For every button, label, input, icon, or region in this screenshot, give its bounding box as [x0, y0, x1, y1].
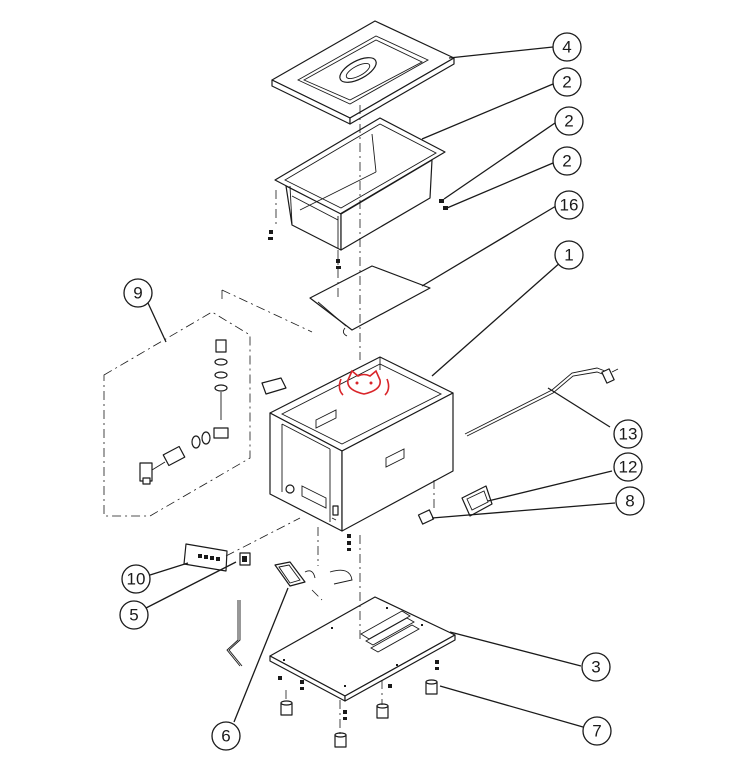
- callout-3: 3: [581, 652, 611, 682]
- probe-wire: [226, 600, 243, 667]
- callout-label: 2: [562, 152, 571, 171]
- callout-10: 10: [121, 564, 151, 594]
- callout-label: 13: [619, 425, 638, 444]
- callout-label: 7: [592, 722, 601, 741]
- callout-8: 8: [615, 486, 645, 516]
- callout-label: 12: [619, 458, 638, 477]
- callout-2: 2: [552, 67, 582, 97]
- callout-label: 8: [625, 492, 634, 511]
- heating-plate: [221, 265, 431, 337]
- callout-label: 1: [564, 246, 573, 265]
- switch: [239, 552, 251, 566]
- screws-pan: [268, 199, 448, 269]
- callout-9: 9: [123, 278, 153, 308]
- callout-13: 13: [613, 419, 643, 449]
- callout-label: 3: [591, 658, 600, 677]
- callout-6: 6: [211, 721, 241, 751]
- callout-label: 5: [129, 606, 138, 625]
- callout-label: 6: [221, 727, 230, 746]
- callout-label: 9: [133, 284, 142, 303]
- callout-4: 4: [552, 32, 582, 62]
- callout-1: 1: [554, 240, 584, 270]
- base-plate: [269, 535, 456, 702]
- callout-5: 5: [119, 600, 149, 630]
- indicator-lens: [461, 485, 493, 517]
- callout-label: 2: [562, 73, 571, 92]
- callout-2: 2: [552, 146, 582, 176]
- lid: [271, 20, 455, 125]
- thermostat: [274, 527, 353, 601]
- callout-2: 2: [554, 106, 584, 136]
- main-housing: [261, 356, 454, 532]
- power-cord: [464, 367, 619, 437]
- callout-label: 10: [127, 570, 146, 589]
- callout-label: 4: [562, 38, 571, 57]
- callout-7: 7: [582, 716, 612, 746]
- callout-16: 16: [554, 190, 584, 220]
- cat-face-logo: [338, 369, 390, 396]
- control-panel: [183, 517, 301, 572]
- callout-label: 16: [560, 196, 579, 215]
- feet: [278, 534, 439, 748]
- leader-lines: [145, 46, 616, 728]
- drain-assembly: [103, 311, 251, 517]
- callout-label: 2: [564, 112, 573, 131]
- callout-12: 12: [613, 452, 643, 482]
- drain-fitting: [417, 480, 435, 525]
